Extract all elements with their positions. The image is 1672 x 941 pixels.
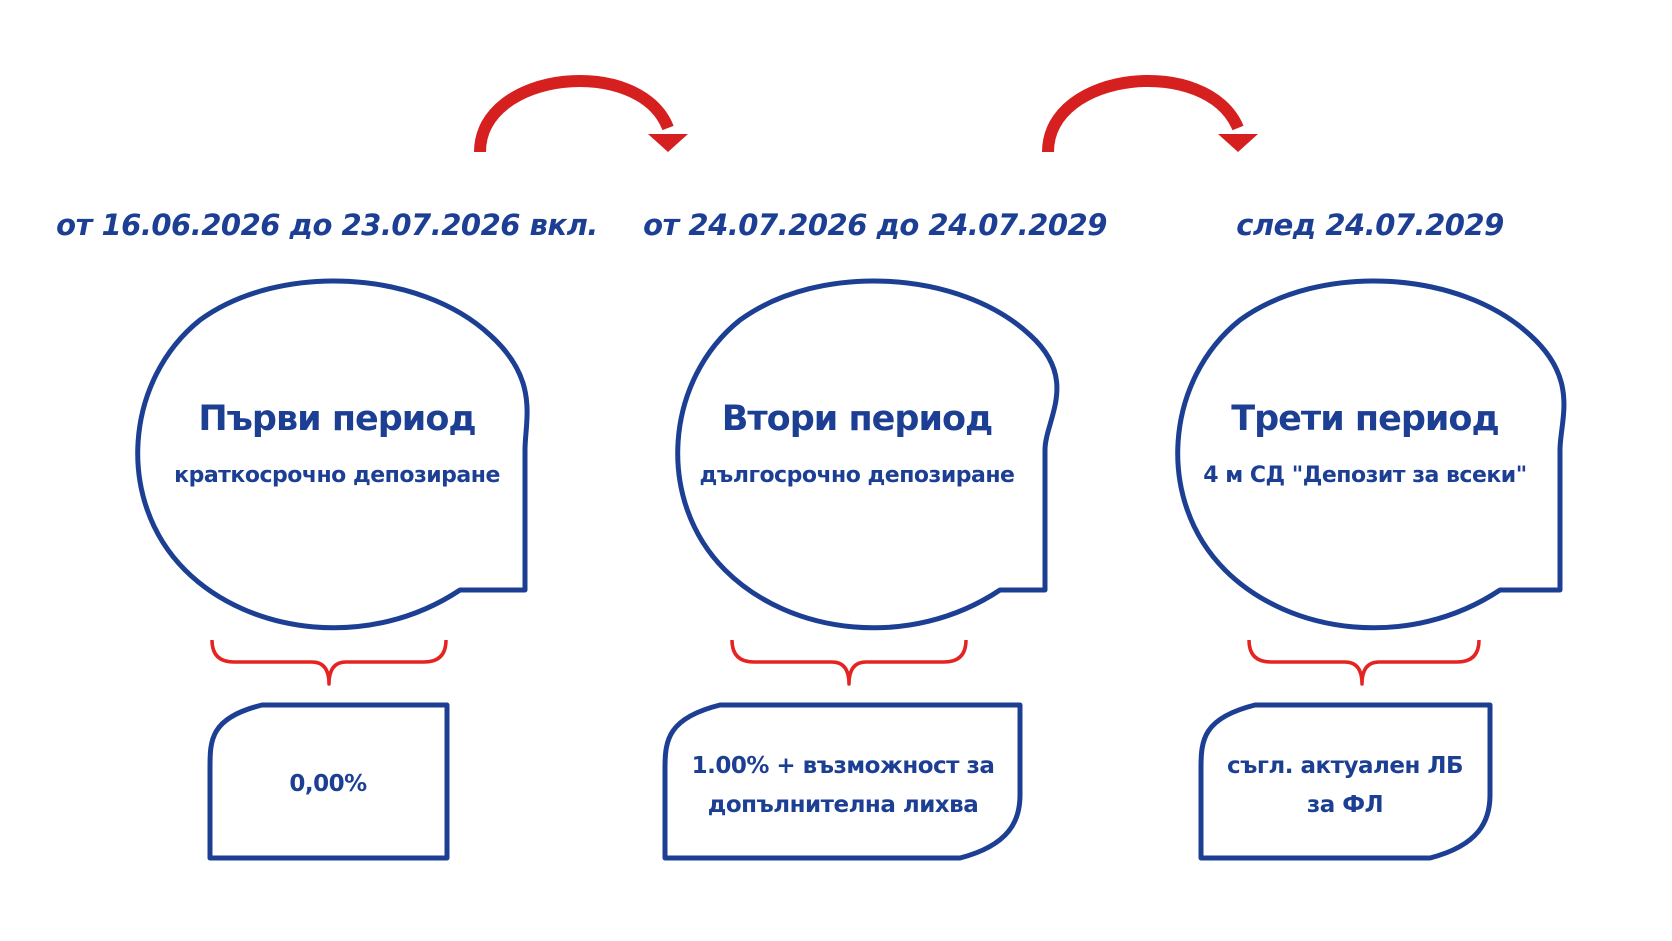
period-3-rate-line-1: съгл. актуален ЛБ [1227, 753, 1463, 779]
period-1-rate-line-1: 0,00% [289, 771, 367, 797]
period-3-subtitle: 4 м СД "Депозит за всеки" [1203, 463, 1526, 488]
period-3-brace [1247, 639, 1481, 686]
period-1: от 16.06.2026 до 23.07.2026 вкл. Първи п… [56, 208, 598, 861]
curved-arrow-right-icon [474, 74, 674, 153]
period-2: от 24.07.2026 до 24.07.2029 Втори период… [643, 208, 1107, 861]
period-2-rate-line-1: 1.00% + възможност за [692, 753, 995, 779]
period-3-rate-line-2: за ФЛ [1307, 792, 1383, 818]
period-1-brace [210, 639, 448, 686]
curved-arrow-right-icon [1042, 74, 1244, 153]
period-1-subtitle: краткосрочно депозиране [174, 463, 500, 488]
period-2-title: Втори период [722, 399, 993, 439]
period-3-date-range: след 24.07.2029 [1236, 208, 1504, 242]
arrow-period-2-to-3 [1042, 74, 1258, 153]
period-1-title: Първи период [198, 399, 475, 439]
period-2-rate-line-2: допълнителна лихва [708, 792, 978, 818]
period-3-title: Трети период [1231, 399, 1498, 439]
period-3-speech-bubble [1175, 278, 1567, 631]
period-3: след 24.07.2029 Трети период 4 м СД "Деп… [1175, 208, 1567, 861]
period-3-rate-box [1198, 702, 1493, 861]
period-2-subtitle: дългосрочно депозиране [700, 463, 1015, 488]
period-2-speech-bubble [675, 278, 1060, 631]
arrow-head-icon [648, 134, 688, 152]
arrow-head-icon [1218, 134, 1258, 152]
period-2-rate-box [662, 702, 1023, 861]
period-1-date-range: от 16.06.2026 до 23.07.2026 вкл. [56, 208, 598, 242]
period-1-rate-box [207, 702, 450, 861]
arrow-period-1-to-2 [474, 74, 688, 153]
period-2-date-range: от 24.07.2026 до 24.07.2029 [643, 208, 1107, 242]
period-2-brace [730, 639, 968, 686]
period-1-speech-bubble [135, 278, 530, 631]
